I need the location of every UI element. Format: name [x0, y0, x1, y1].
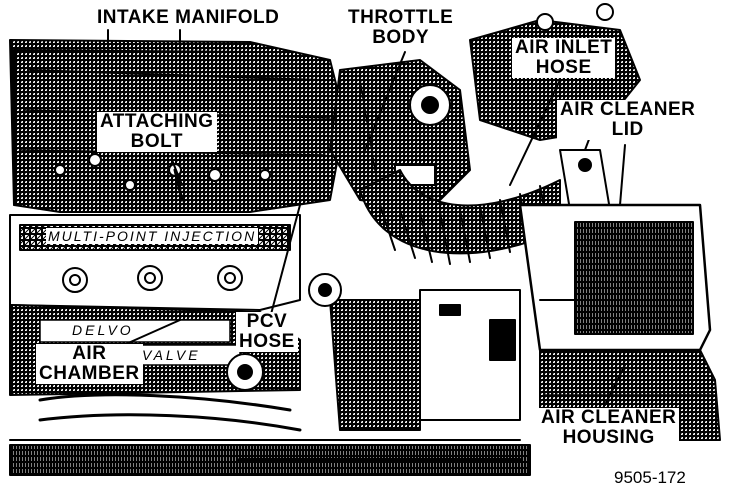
air-cleaner [518, 203, 721, 441]
label-line: HOSE [239, 331, 295, 352]
label-line: INTAKE MANIFOLD [97, 7, 280, 28]
label-air-cleaner-lid: AIR CLEANER LID [557, 99, 699, 140]
label-air-cleaner-housing: AIR CLEANER HOUSING [538, 407, 680, 448]
label-attaching-bolt: ATTACHING BOLT [97, 112, 217, 152]
label-air-inlet-hose: AIR INLET HOSE [512, 37, 616, 78]
label-line: CHAMBER [39, 363, 140, 384]
label-intake-manifold: INTAKE MANIFOLD [94, 7, 283, 28]
label-line: AIR [72, 343, 107, 364]
figure-number: 9505-172 [612, 468, 688, 488]
engraving-valve: VALVE [140, 347, 203, 363]
label-throttle-body: THROTTLE BODY [345, 7, 457, 48]
engraving-multi-point-injection: MULTI-POINT INJECTION [46, 228, 259, 244]
label-line: AIR CLEANER [560, 99, 696, 120]
label-line: HOSE [535, 57, 592, 78]
label-air-chamber: AIR CHAMBER [36, 344, 143, 384]
label-line: ATTACHING [100, 111, 214, 132]
label-line: AIR INLET [515, 37, 613, 58]
center-block [308, 273, 521, 431]
label-pcv-hose: PCV HOSE [236, 312, 298, 352]
engraving-delvo: DELVO [70, 322, 136, 338]
lower-hoses [9, 353, 531, 476]
label-line: HOUSING [562, 427, 655, 448]
label-line: BOLT [130, 131, 183, 152]
label-line: AIR CLEANER [541, 407, 677, 428]
label-line: BODY [372, 27, 430, 48]
label-line: LID [611, 119, 644, 140]
label-line: PCV [246, 311, 288, 332]
label-line: THROTTLE [348, 7, 454, 28]
leader-lines [89, 29, 626, 406]
